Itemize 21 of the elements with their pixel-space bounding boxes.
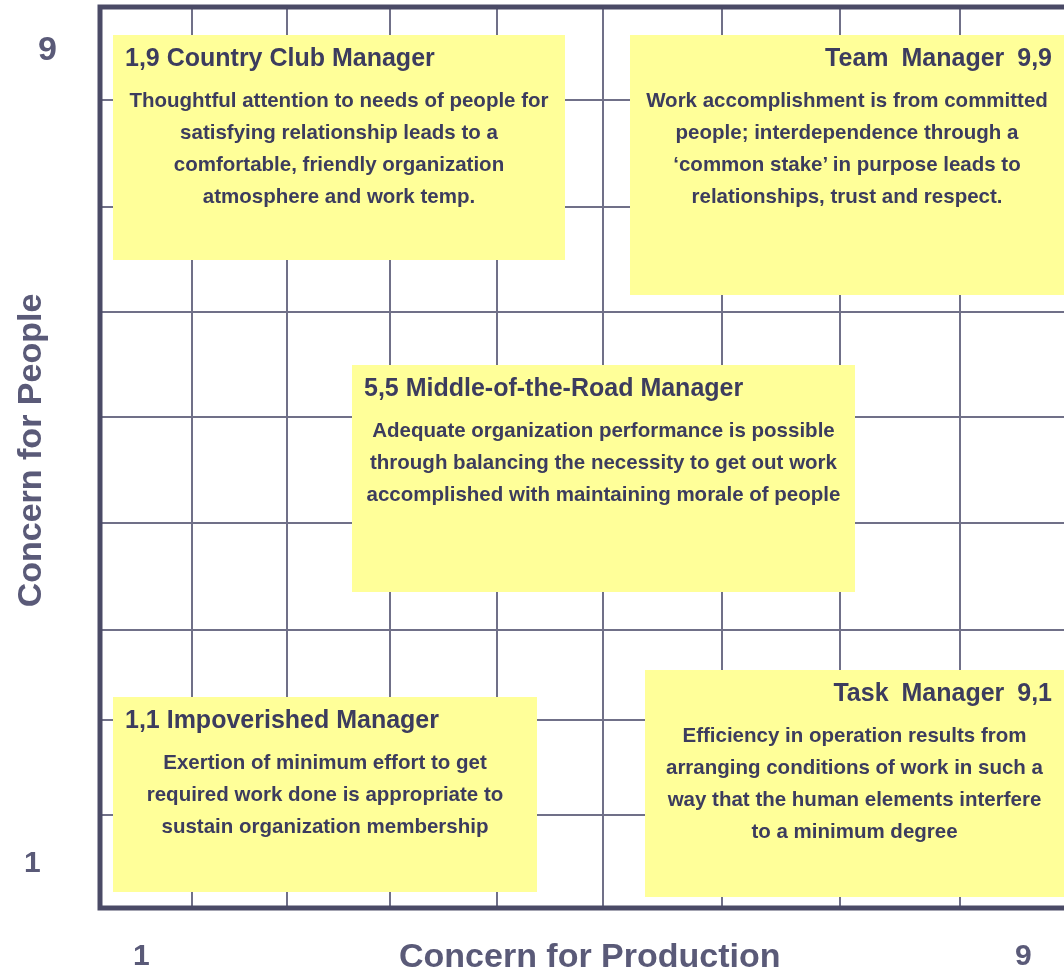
axis-title: Concern for Production <box>399 935 781 971</box>
box-heading: 1,1 Impoverished Manager <box>125 705 440 734</box>
box-heading: 5,5 Middle-of-the-Road Manager <box>364 373 745 402</box>
style-box <box>113 35 565 260</box>
axis-tick-label: 1 <box>24 845 41 879</box>
style-box <box>352 365 855 592</box>
axis-tick-label: 9 <box>1015 938 1032 971</box>
box-description: Thoughtful attention to needs of people for satisfying relationship leads to a comfortable, friendly organization atmosphere and work temp. <box>128 87 550 209</box>
box-heading: Team Manager 9,9 <box>824 43 1052 72</box>
style-box <box>645 670 1064 897</box>
box-heading: 1,9 Country Club Manager <box>125 43 436 72</box>
box-description: Efficiency in operation results from arranging conditions of work in such a way that the human elements interfere to a minimum degree <box>665 722 1044 844</box>
style-box <box>630 35 1064 295</box>
axis-tick-label: 9 <box>38 28 57 68</box>
box-description: Work accomplishment is from committed people; interdependence through a ‘common stake’ in purpose leads to relationships, trust and respect. <box>645 87 1049 209</box>
axis-title: Concern for People <box>10 293 50 607</box>
style-box <box>113 697 537 892</box>
axis-tick-label: 1 <box>133 938 150 971</box>
box-description: Exertion of minimum effort to get required work done is appropriate to sustain organization membership <box>145 749 505 839</box>
box-heading: Task Manager 9,1 <box>832 678 1052 707</box>
box-description: Adequate organization performance is possible through balancing the necessity to get out work accomplished with maintaining morale of people <box>365 417 842 507</box>
